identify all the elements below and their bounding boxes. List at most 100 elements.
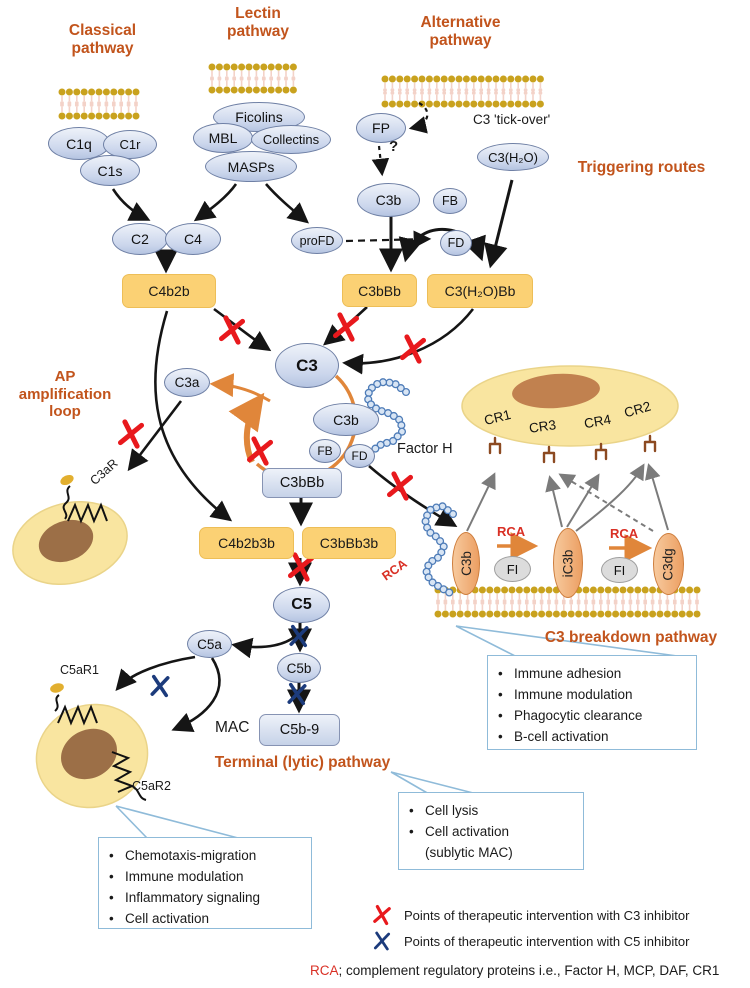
legend-c5-inhibitor: Points of therapeutic intervention with … (370, 929, 689, 953)
phagocyte-cell (461, 365, 679, 447)
pointer-anaphylatoxin (115, 805, 239, 839)
node-c3bbb: C3bBb (342, 274, 417, 307)
c3-inhibitor-x-icon (386, 471, 414, 501)
arrow-profd-to-fd-dashed (345, 230, 432, 249)
lysis-callout-box: Cell lysis Cell activation (sublytic MAC… (398, 792, 584, 870)
c3-inhibitor-x-icon (218, 315, 246, 345)
node-c3b-loop: C3b (313, 403, 379, 436)
terminal-pathway-title: Terminal (lytic) pathway (214, 754, 391, 771)
pointer-breakdown (455, 625, 693, 659)
arrow-c4b2b-to-c4b2b3b (154, 310, 233, 522)
ap-amplification-loop-title: AP amplification loop (18, 368, 112, 421)
c3-inhibitor-x-icon (117, 419, 145, 449)
cr-receptor-fork-icon (594, 442, 608, 461)
node-fb-loop: FB (309, 439, 341, 463)
legend-c5-text: Points of therapeutic intervention with … (404, 933, 690, 949)
c3ar-cell (12, 500, 128, 586)
arrow-c3a-to-c3ar (127, 400, 183, 472)
factor-h-label: Factor H (397, 441, 453, 457)
breakdown-callout-box: Immune adhesion Immune modulation Phagoc… (487, 655, 697, 750)
pointer-lysis (390, 771, 478, 795)
inhibition-marks (117, 312, 427, 706)
node-c1q: C1q (48, 127, 110, 160)
node-c4b2b3b: C4b2b3b (199, 527, 294, 559)
node-c5: C5 (273, 587, 330, 623)
cr-receptor-fork-icon (488, 436, 502, 455)
membrane-icon (381, 75, 544, 108)
callout-item: Immune modulation (498, 685, 690, 706)
c5-inhibitor-x-icon (289, 624, 309, 648)
alternative-pathway-title: Alternative pathway (420, 14, 501, 50)
node-c3bbb3b: C3bBb3b (302, 527, 396, 559)
node-fi-2: FI (601, 557, 638, 583)
node-c3h2o: C3(H₂O) (477, 143, 549, 171)
cr-receptor-fork-icon (542, 445, 556, 464)
node-c3bbb-convertase: C3bBb (262, 468, 342, 498)
node-mbl: MBL (193, 123, 253, 153)
rca-footnote-abbr: RCA (310, 963, 339, 978)
node-c5b: C5b (277, 653, 321, 683)
callout-item: Chemotaxis-migration (109, 846, 305, 867)
arrow-c5a-to-c5ar2 (171, 657, 221, 733)
node-c5a: C5a (187, 630, 232, 658)
callout-item: Cell activation (109, 909, 305, 930)
node-ic3b: iC3b (553, 528, 583, 598)
factor-h-chain-icon (364, 378, 411, 453)
receptor-glyphs (50, 474, 147, 801)
rca-glycan-chain-icon (421, 502, 458, 597)
anaphylatoxin-callout-box: Chemotaxis-migration Immune modulation I… (98, 837, 312, 930)
c5-inhibitor-x-icon (373, 931, 391, 951)
node-collectins: Collectins (251, 125, 331, 154)
arrow-fp-to-c3b-dashed (371, 145, 390, 177)
callout-item: (sublytic MAC) (425, 844, 513, 860)
arrow-masps-to-c4 (193, 183, 238, 222)
arrow-loop-to-c3a (209, 373, 271, 403)
node-fd-loop: FD (344, 444, 375, 468)
arrow-ic3b-to-cr3 (545, 475, 563, 528)
membrane-icon (58, 88, 140, 120)
node-c3: C3 (275, 343, 339, 388)
callout-item: Cell lysis (409, 801, 577, 822)
node-c4: C4 (165, 223, 221, 255)
node-c3b-alternative: C3b (357, 183, 420, 217)
node-c3dg: C3dg (653, 533, 684, 595)
node-c2: C2 (112, 223, 168, 255)
cr-receptor-forks (488, 434, 657, 464)
legend-c3-inhibitor: Points of therapeutic intervention with … (370, 903, 689, 927)
tick-over-label: C3 'tick-over' (473, 112, 551, 127)
cells-layer (12, 365, 679, 809)
rca-step2-label: RCA (610, 526, 639, 541)
c3-inhibitor-x-icon (399, 334, 427, 364)
callout-item: Immune adhesion (498, 664, 690, 685)
lectin-pathway-title: Lectin pathway (226, 5, 289, 41)
node-c5b9: C5b-9 (259, 714, 340, 746)
callout-item: B-cell activation (498, 727, 690, 748)
arrow-c3dg-to-cr3-dashed (558, 473, 654, 532)
membrane-icon (208, 63, 297, 94)
c5ar1-label: C5aR1 (60, 663, 99, 677)
c5ar2-receptor-icon (111, 751, 147, 801)
node-masps: MASPs (205, 151, 297, 182)
c5ar1-receptor-icon (54, 694, 98, 726)
node-c3b-membrane: C3b (452, 532, 480, 595)
node-fi-1: FI (494, 556, 531, 582)
arrow-fd-to-membrane-c3b (368, 465, 458, 527)
classical-pathway-title: Classical pathway (68, 22, 137, 58)
rca-step1-label: RCA (497, 524, 526, 539)
c3-inhibitor-x-icon (246, 436, 274, 466)
node-fp: FP (356, 113, 406, 143)
callout-item: Phagocytic clearance (498, 706, 690, 727)
node-profd: proFD (291, 227, 343, 254)
c3ar-ligand-dot (60, 474, 74, 486)
node-fd: FD (440, 230, 472, 256)
c3ar-receptor-icon (62, 485, 108, 524)
callout-item: Immune modulation (109, 867, 305, 888)
node-c3a: C3a (164, 368, 210, 397)
arrow-c3b-to-cr1 (466, 472, 496, 532)
c5-inhibitor-x-icon (150, 674, 170, 698)
arrow-fp-curl-dashed (408, 102, 429, 134)
arrow-ic3b-to-cr4 (566, 473, 600, 528)
arrow-c5a-to-c5ar1 (115, 655, 196, 691)
callout-item: Cell activation (409, 822, 577, 843)
